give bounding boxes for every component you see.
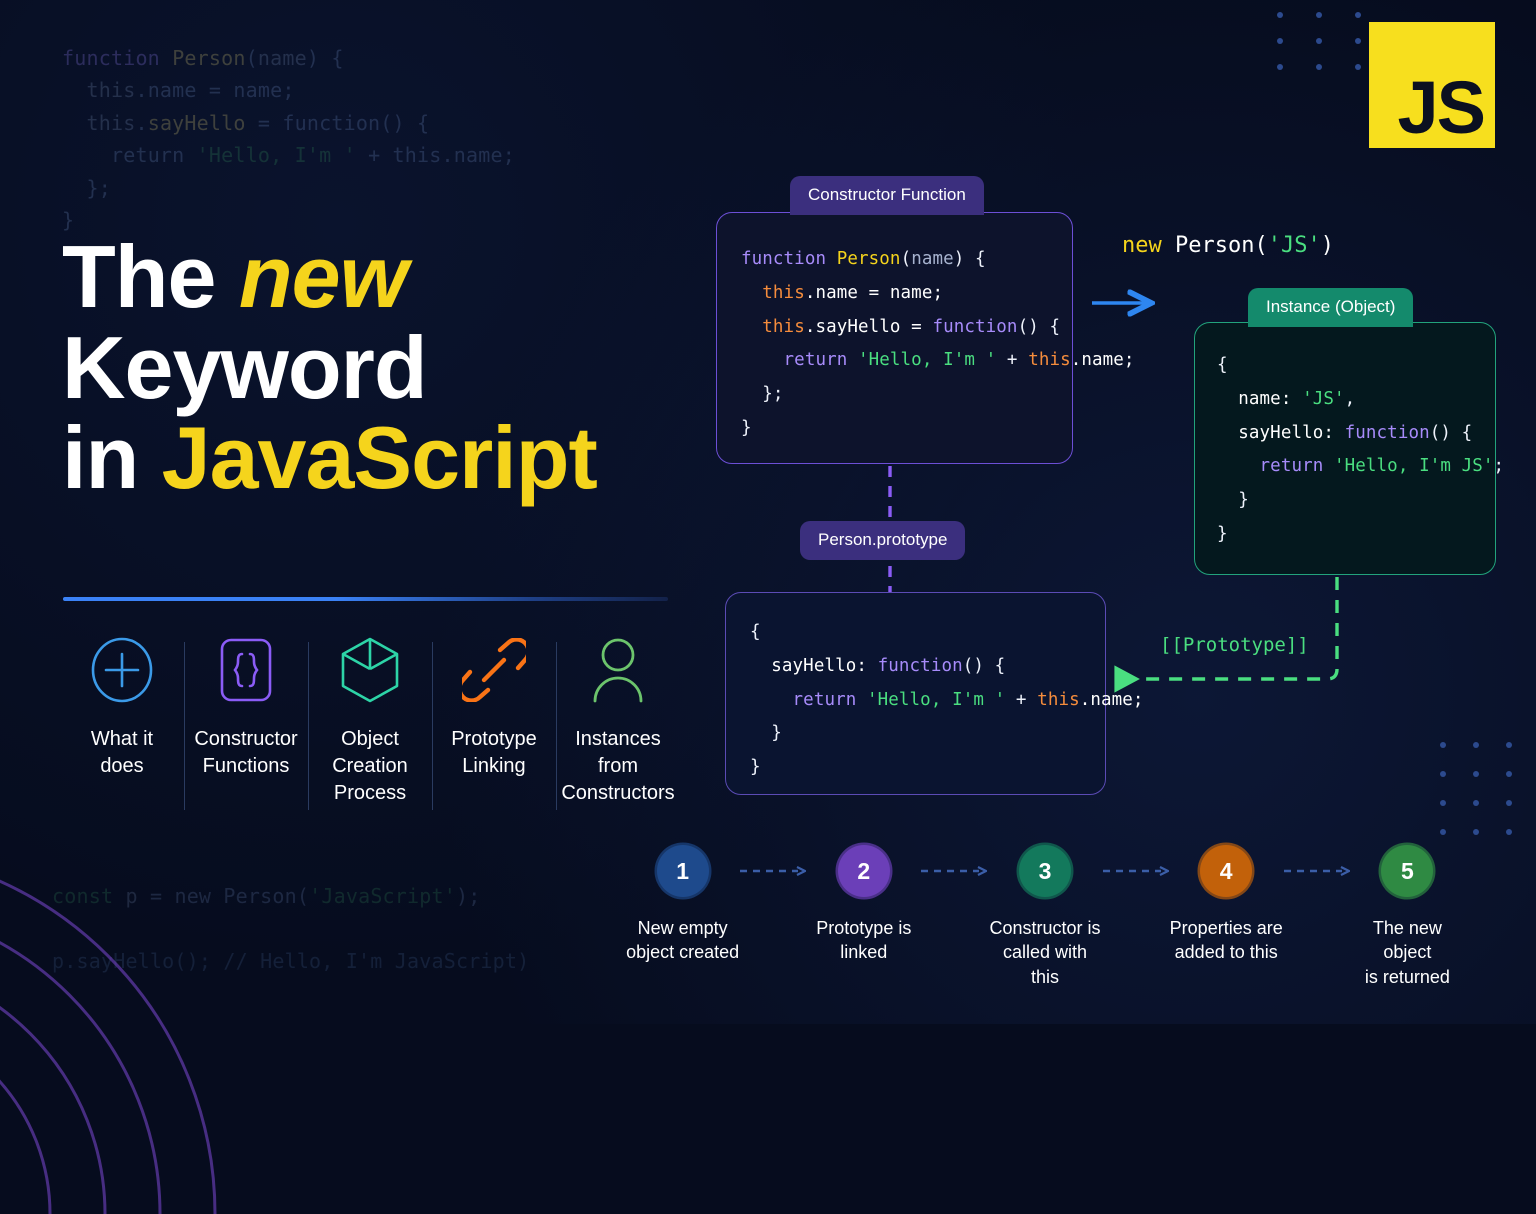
step-3[interactable]: 3 Constructor is called with this <box>987 845 1102 989</box>
background-code-top: function Person(name) { this.name = name… <box>62 46 515 232</box>
title-accent-new: new <box>238 227 408 326</box>
feature-instances-from-constructors[interactable]: Instances from Constructors <box>556 636 680 810</box>
prototype-code: { sayHello: function() { return 'Hello, … <box>750 622 1144 778</box>
curly-braces-icon <box>217 636 275 704</box>
chain-link-icon <box>462 636 526 704</box>
step-number: 3 <box>1019 845 1071 897</box>
feature-label: Instances from Constructors <box>561 728 675 804</box>
feature-constructor-functions[interactable]: Constructor Functions <box>184 636 308 810</box>
prototype-link-label: [[Prototype]] <box>1160 634 1309 656</box>
prototype-panel: { sayHello: function() { return 'Hello, … <box>725 592 1144 795</box>
instance-object-panel: { name: 'JS', sayHello: function() { ret… <box>1194 322 1505 575</box>
new-call-label: new Person('JS') <box>1122 233 1334 258</box>
step-number: 5 <box>1381 845 1434 897</box>
constructor-function-panel: function Person(name) { this.name = name… <box>716 212 1135 464</box>
feature-list: What it does Constructor Functions Objec… <box>60 636 680 810</box>
step-text: Properties are added to this <box>1169 918 1283 963</box>
step-number: 2 <box>837 845 890 897</box>
dot-grid-top-right <box>1277 12 1394 90</box>
step-arrow-3-4 <box>1102 845 1169 897</box>
feature-label: Constructor Functions <box>194 728 298 777</box>
person-icon <box>590 636 646 704</box>
instance-panel-badge: Instance (Object) <box>1248 288 1414 327</box>
title-line-1: The new <box>62 227 408 326</box>
step-2[interactable]: 2 Prototype is linked <box>806 845 921 965</box>
feature-what-it-does[interactable]: What it does <box>60 636 184 807</box>
step-5[interactable]: 5 The new object is returned <box>1350 845 1465 989</box>
step-arrow-1-2 <box>740 845 807 897</box>
step-text: Constructor is called with this <box>989 918 1101 987</box>
title-divider <box>63 597 668 601</box>
instance-code: { name: 'JS', sayHello: function() { ret… <box>1217 355 1505 544</box>
javascript-logo-text: JS <box>1397 66 1486 149</box>
step-arrow-4-5 <box>1283 845 1350 897</box>
step-text: The new object is returned <box>1364 918 1450 987</box>
step-number: 1 <box>656 845 709 897</box>
feature-object-creation-process[interactable]: Object Creation Process <box>308 636 432 810</box>
title-line-3: in JavaScript <box>62 408 598 508</box>
title-line-2: Keyword <box>62 317 428 417</box>
title-accent-javascript: JavaScript <box>161 408 598 508</box>
plus-circle-icon <box>89 636 155 704</box>
step-4[interactable]: 4 Properties are added to this <box>1169 845 1284 965</box>
javascript-logo: JS <box>1369 22 1495 149</box>
step-text: Prototype is linked <box>816 918 912 963</box>
constructor-code: function Person(name) { this.name = name… <box>741 249 1135 438</box>
constructor-panel-badge: Constructor Function <box>790 176 984 215</box>
feature-label: What it does <box>90 728 154 777</box>
dot-grid-bottom-right <box>1440 742 1536 858</box>
step-number: 4 <box>1200 845 1253 897</box>
feature-prototype-linking[interactable]: Prototype Linking <box>432 636 556 810</box>
step-1[interactable]: 1 New empty object created <box>625 845 740 965</box>
new-keyword: new <box>1122 233 1162 258</box>
feature-label: Object Creation Process <box>332 728 408 804</box>
page-title: The new Keyword in JavaScript <box>62 227 598 508</box>
arc-decoration <box>0 879 217 1214</box>
step-arrow-2-3 <box>921 845 988 897</box>
cube-icon <box>339 636 401 704</box>
process-steps: 1 New empty object created 2 Prototype i… <box>625 845 1465 989</box>
step-text: New empty object created <box>626 918 740 963</box>
new-call-argument: 'JS' <box>1267 233 1321 258</box>
prototype-panel-badge: Person.prototype <box>800 521 966 560</box>
feature-label: Prototype Linking <box>451 728 537 777</box>
